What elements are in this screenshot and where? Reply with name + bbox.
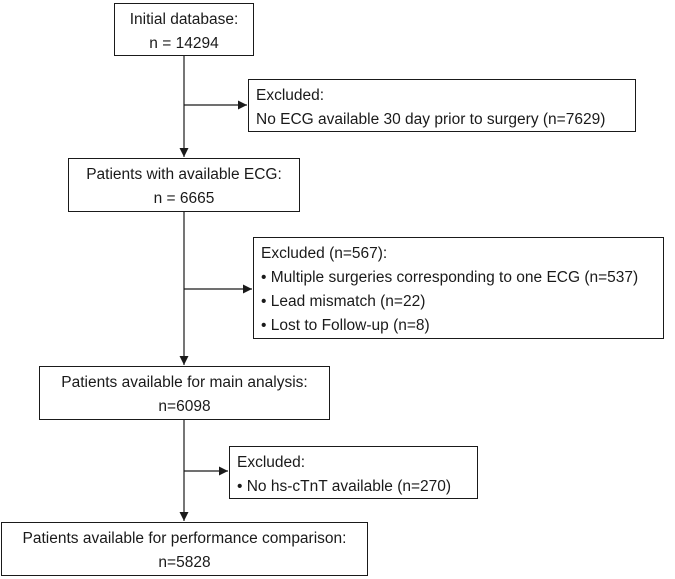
exclusion-2-heading: Excluded (n=567): [261,245,388,262]
exclusion-3-heading: Excluded: [237,454,306,471]
performance-comparison-count: n=5828 [158,554,211,571]
exclusion-3-item: • No hs-cTnT available (n=270) [237,478,452,495]
available-ecg-label: Patients with available ECG: [86,166,282,183]
main-analysis-count: n=6098 [158,398,211,415]
exclusion-1-heading: Excluded: [256,87,325,104]
initial-database-box: Initial database: n = 14294 [114,3,254,56]
initial-database-count: n = 14294 [149,35,219,52]
exclusion-2-item: • Multiple surgeries corresponding to on… [261,269,639,286]
exclusion-2-item: • Lead mismatch (n=22) [261,293,426,310]
available-ecg-count: n = 6665 [153,190,215,207]
exclusion-box-3: Excluded: • No hs-cTnT available (n=270) [229,446,478,499]
exclusion-box-2: Excluded (n=567): • Multiple surgeries c… [253,237,664,339]
main-analysis-label: Patients available for main analysis: [61,374,308,391]
exclusion-box-1: Excluded: No ECG available 30 day prior … [248,79,636,132]
exclusion-2-item: • Lost to Follow-up (n=8) [261,317,430,334]
main-analysis-box: Patients available for main analysis: n=… [39,366,330,420]
exclusion-1-item: No ECG available 30 day prior to surgery… [256,111,606,128]
performance-comparison-label: Patients available for performance compa… [22,530,347,547]
performance-comparison-box: Patients available for performance compa… [1,522,368,576]
initial-database-label: Initial database: [129,11,239,28]
available-ecg-box: Patients with available ECG: n = 6665 [68,158,300,212]
